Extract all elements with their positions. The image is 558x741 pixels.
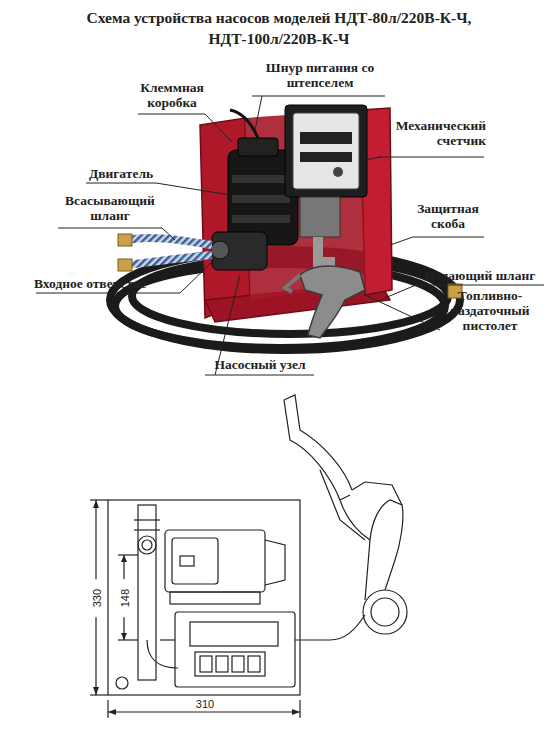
suction-hose [118, 234, 462, 298]
part-label: Механический счетчик [376, 118, 486, 148]
part-label: Защитная скоба [410, 201, 486, 231]
pump-unit [211, 232, 267, 270]
part-label: Всасывающий шланг [56, 193, 164, 223]
part-label: Топливно-раздаточный пистолет [440, 288, 540, 333]
counter [285, 105, 367, 262]
part-label: Шнур питания со штепселем [252, 60, 388, 90]
dimension-value: 148 [119, 579, 131, 617]
technical-drawing [90, 395, 407, 718]
part-label: Входное отверстие [34, 276, 184, 291]
dimension-value: 310 [186, 698, 224, 710]
leader-lines [36, 96, 544, 375]
dimension-arrows [93, 500, 300, 715]
part-label: Подающий шланг [414, 268, 546, 283]
title: Схема устройства насосов моделей НДТ-80л… [40, 8, 518, 50]
part-label: Насосный узел [203, 357, 317, 372]
dimension-value: 330 [91, 579, 103, 617]
fuel-nozzle [285, 266, 365, 338]
part-label: Двигатель [84, 166, 158, 181]
part-label: Клеммная коробка [134, 80, 210, 110]
